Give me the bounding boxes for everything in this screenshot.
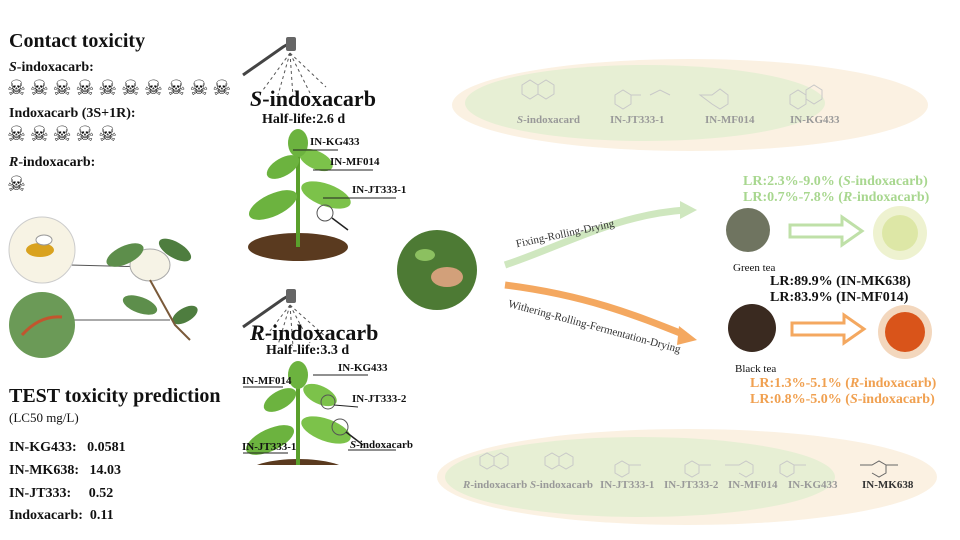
leaf-icon — [266, 155, 300, 179]
r-label-s-indoxacarb: S-indoxacarb — [350, 439, 413, 451]
green-lr-r: LR:0.7%-7.8% (R-indoxacarb) — [743, 190, 930, 205]
top-item-kg433: IN-KG433 — [790, 114, 840, 126]
magnifier-icon — [316, 204, 334, 222]
sprayer-icon — [242, 41, 291, 77]
sprayer-nozzle-icon — [286, 289, 296, 303]
bottom-item-jt333-1: IN-JT333-1 — [600, 479, 655, 491]
s-indoxacarb-label: S-indoxacarb: — [9, 60, 94, 75]
test-row-indoxacarb: Indoxacarb: 0.11 — [9, 508, 114, 523]
r-indoxacarb-skull-icons: ☠ — [7, 172, 30, 196]
green-lr-s: LR:2.3%-9.0% (S-indoxacarb) — [743, 174, 928, 189]
s-label-kg433: IN-KG433 — [310, 136, 360, 148]
s-indoxacarb-skull-icons: ☠☠☠☠☠☠☠☠☠☠ — [7, 76, 236, 100]
indoxacarb-label: Indoxacarb (3S+1R): — [9, 106, 136, 121]
bottom-item-mk638: IN-MK638 — [862, 479, 914, 491]
black-tea-leaves-photo — [728, 304, 776, 352]
bottom-item-mf014: IN-MF014 — [728, 479, 778, 491]
green-tea-liquor — [882, 215, 918, 251]
s-half-life: Half-life:2.6 d — [262, 112, 346, 127]
s-label-jt333-1: IN-JT333-1 — [352, 184, 407, 196]
bee-flower-illustration — [8, 216, 198, 358]
r-label-jt333-2: IN-JT333-2 — [352, 393, 407, 405]
leaf-icon — [106, 243, 144, 267]
green-tea-label: Green tea — [733, 262, 776, 274]
indoxacarb-skull-icons: ☠☠☠☠☠ — [7, 122, 122, 146]
stem-icon — [149, 279, 191, 341]
bee-icon — [26, 243, 54, 257]
lr-mk638: LR:89.9% (IN-MK638) — [770, 274, 911, 289]
leaf-icon — [301, 416, 351, 444]
leaf-icon — [122, 295, 158, 315]
leaf-icon — [172, 305, 198, 325]
top-item-jt333-1: IN-JT333-1 — [610, 114, 665, 126]
magnifier-icon — [331, 418, 349, 436]
bottom-ellipse-background — [437, 429, 937, 525]
lr-mf014: LR:83.9% (IN-MF014) — [770, 290, 909, 305]
leaf-icon — [299, 148, 333, 172]
leaf-icon — [303, 383, 337, 407]
contact-toxicity-title: Contact toxicity — [9, 30, 146, 52]
black-lr-r: LR:1.3%-5.1% (R-indoxacarb) — [750, 376, 937, 391]
leaf-icon — [248, 190, 298, 220]
orange-arrow-head-icon — [677, 326, 697, 345]
larva-icon — [20, 315, 63, 337]
black-tea-label: Black tea — [735, 363, 777, 375]
top-item-mf014: IN-MF014 — [705, 114, 755, 126]
bottom-item-s-indoxacarb: S-indoxacarb — [530, 479, 593, 491]
green-process-arrow — [503, 206, 686, 269]
leaf-icon — [158, 238, 192, 262]
r-label-mf014: IN-MF014 — [242, 375, 292, 387]
test-row-mk638: IN-MK638: 14.03 — [9, 463, 121, 478]
hand-icon — [431, 267, 463, 287]
test-unit: (LC50 mg/L) — [9, 410, 79, 425]
leaf-icon — [288, 129, 308, 157]
pointer-line — [333, 404, 359, 408]
leaf-icon — [301, 181, 351, 209]
black-result-arrow-icon — [790, 312, 867, 346]
r-indoxacarb-heading: R-indoxacarb — [250, 320, 379, 345]
top-ellipse-background — [452, 59, 928, 151]
test-toxicity-title: TEST toxicity prediction — [9, 385, 221, 407]
test-row-kg433: IN-KG433: 0.0581 — [9, 440, 126, 455]
orange-process-arrow — [504, 281, 687, 339]
inner-ellipse — [465, 65, 825, 141]
processing-arrows — [397, 201, 697, 345]
tea-leaf-icon — [415, 249, 435, 261]
leaf-icon — [245, 425, 295, 455]
bottom-item-jt333-2: IN-JT333-2 — [664, 479, 719, 491]
r-half-life: Half-life:3.3 d — [266, 343, 350, 358]
top-item-s-indoxacard: S-indoxacard — [517, 114, 580, 126]
pointer-line — [345, 431, 364, 446]
plants-illustration — [242, 37, 396, 465]
leaf-icon — [263, 388, 297, 412]
bottom-item-kg433: IN-KG433 — [788, 479, 838, 491]
magnifier-icon — [320, 394, 336, 410]
bee-wing-icon — [35, 234, 53, 246]
s-indoxacarb-heading: S-indoxacarb — [250, 86, 376, 111]
tea-results-illustration — [726, 206, 932, 359]
r-label-kg433: IN-KG433 — [338, 362, 388, 374]
leaf-icon — [288, 361, 308, 389]
green-arrow-head-icon — [680, 201, 697, 219]
green-tea-leaves-photo — [726, 208, 770, 252]
pointer-line — [331, 217, 349, 231]
bottom-item-r-indoxacarb: R-indoxacarb — [463, 479, 528, 491]
s-label-mf014: IN-MF014 — [330, 156, 380, 168]
leaf-circle — [9, 292, 75, 358]
black-tea-liquor — [885, 312, 925, 352]
test-row-jt333: IN-JT333: 0.52 — [9, 486, 114, 501]
black-lr-s: LR:0.8%-5.0% (S-indoxacarb) — [750, 392, 935, 407]
r-indoxacarb-label: R-indoxacarb: — [9, 155, 96, 170]
r-label-jt333-1: IN-JT333-1 — [242, 441, 297, 453]
sprayer-nozzle-icon — [286, 37, 296, 51]
inner-ellipse — [445, 437, 835, 517]
green-result-arrow-icon — [788, 214, 865, 248]
